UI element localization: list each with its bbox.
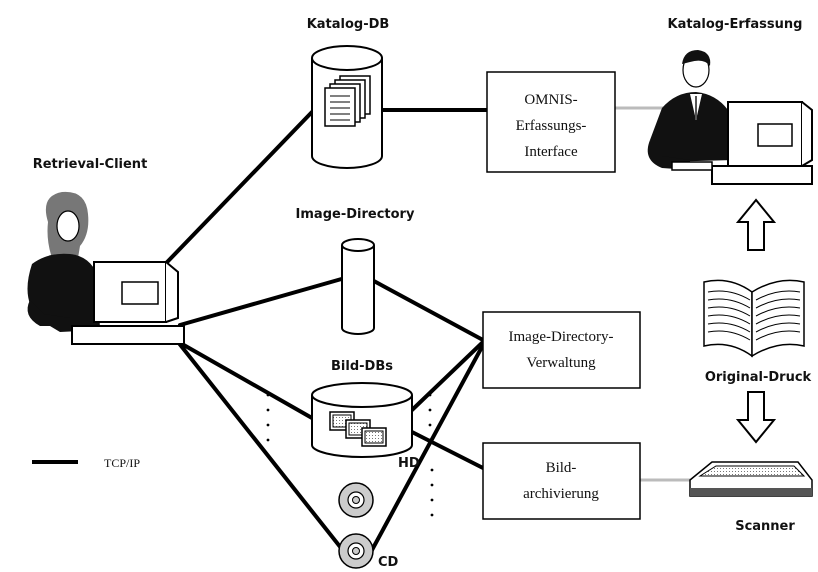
- legend-label: TCP/IP: [104, 456, 140, 470]
- katalog-erfassung-icon: [647, 50, 813, 185]
- document-stack-icon: [324, 75, 371, 127]
- image-directory-verwaltung-box: Image-Directory- Verwaltung: [482, 311, 641, 389]
- cd-disc-icon: [338, 533, 374, 569]
- down-arrow-icon: [735, 391, 777, 444]
- original-druck-label: Original-Druck: [705, 370, 812, 385]
- retrieval-client-label: Retrieval-Client: [33, 157, 148, 172]
- book-icon: [703, 279, 805, 358]
- hd-label: HD: [398, 456, 420, 471]
- image-directory-cylinder: [341, 238, 375, 335]
- bild-db-hd-cylinder: [311, 382, 413, 458]
- omnis-line-3: Interface: [524, 144, 578, 160]
- cd-disc-icon: [338, 482, 374, 518]
- image-stack-icon: [329, 411, 387, 447]
- bildarchivierung-box: Bild- archivierung: [482, 442, 641, 520]
- idv-line-2: Verwaltung: [526, 355, 596, 371]
- katalog-db-cylinder: [311, 45, 383, 169]
- katalog-db-label: Katalog-DB: [307, 17, 390, 32]
- retrieval-client-icon: [27, 191, 185, 345]
- bild-dbs-label: Bild-DBs: [331, 359, 393, 374]
- idv-line-1: Image-Directory-: [509, 329, 614, 345]
- scanner-label: Scanner: [735, 519, 795, 534]
- image-directory-label: Image-Directory: [296, 207, 415, 222]
- omnis-line-2: Erfassungs-: [516, 118, 587, 134]
- omnis-line-1: OMNIS-: [524, 92, 577, 108]
- legend: TCP/IP: [32, 456, 140, 470]
- bildarchivierung-line-1: Bild-: [546, 460, 577, 476]
- omnis-interface-box: OMNIS- Erfassungs- Interface: [486, 71, 616, 173]
- scanner-icon: [689, 461, 813, 497]
- cd-label: CD: [378, 555, 399, 570]
- ellipsis-dots: [266, 393, 434, 517]
- device-links: [615, 106, 690, 482]
- bildarchivierung-line-2: archivierung: [523, 486, 599, 502]
- up-arrow-icon: [735, 198, 777, 251]
- connection-lines: [143, 108, 489, 555]
- katalog-erfassung-label: Katalog-Erfassung: [668, 17, 803, 32]
